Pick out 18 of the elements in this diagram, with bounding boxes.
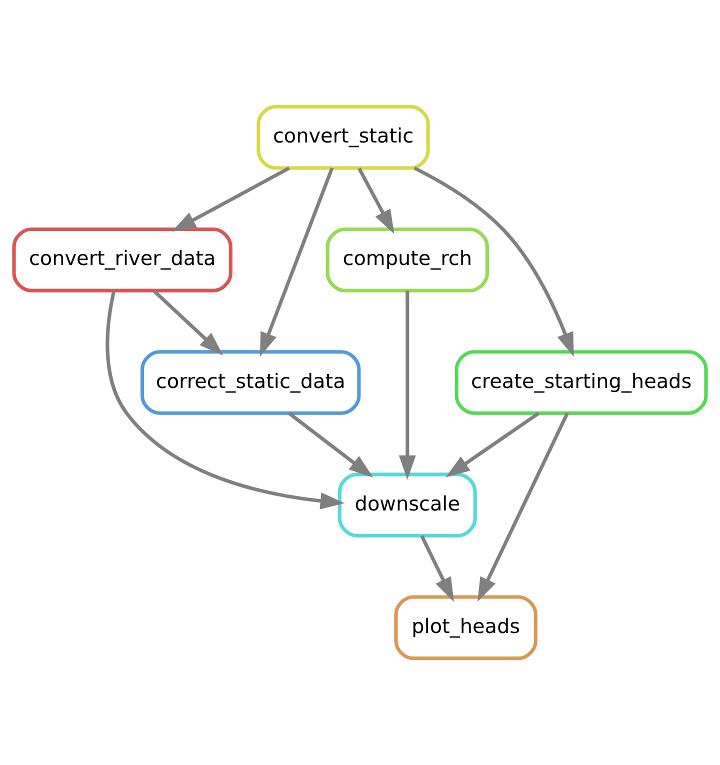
node-box: downscale — [338, 472, 477, 538]
node-box: create_starting_heads — [454, 350, 708, 415]
arrow — [152, 290, 224, 356]
arrow — [172, 166, 290, 232]
arrow — [477, 412, 569, 602]
node-box: convert_static — [256, 104, 430, 170]
arrow — [398, 290, 416, 480]
arrow — [288, 412, 374, 478]
node-box: compute_rch — [326, 228, 489, 292]
node-box: correct_static_data — [140, 350, 361, 415]
arrow — [358, 168, 394, 234]
arrow — [260, 167, 334, 357]
arrow — [420, 535, 454, 602]
arrow — [414, 166, 574, 357]
node-box: convert_river_data — [12, 228, 232, 292]
arrow — [106, 290, 345, 510]
node-box: plot_heads — [394, 595, 538, 660]
arrow — [446, 412, 540, 478]
